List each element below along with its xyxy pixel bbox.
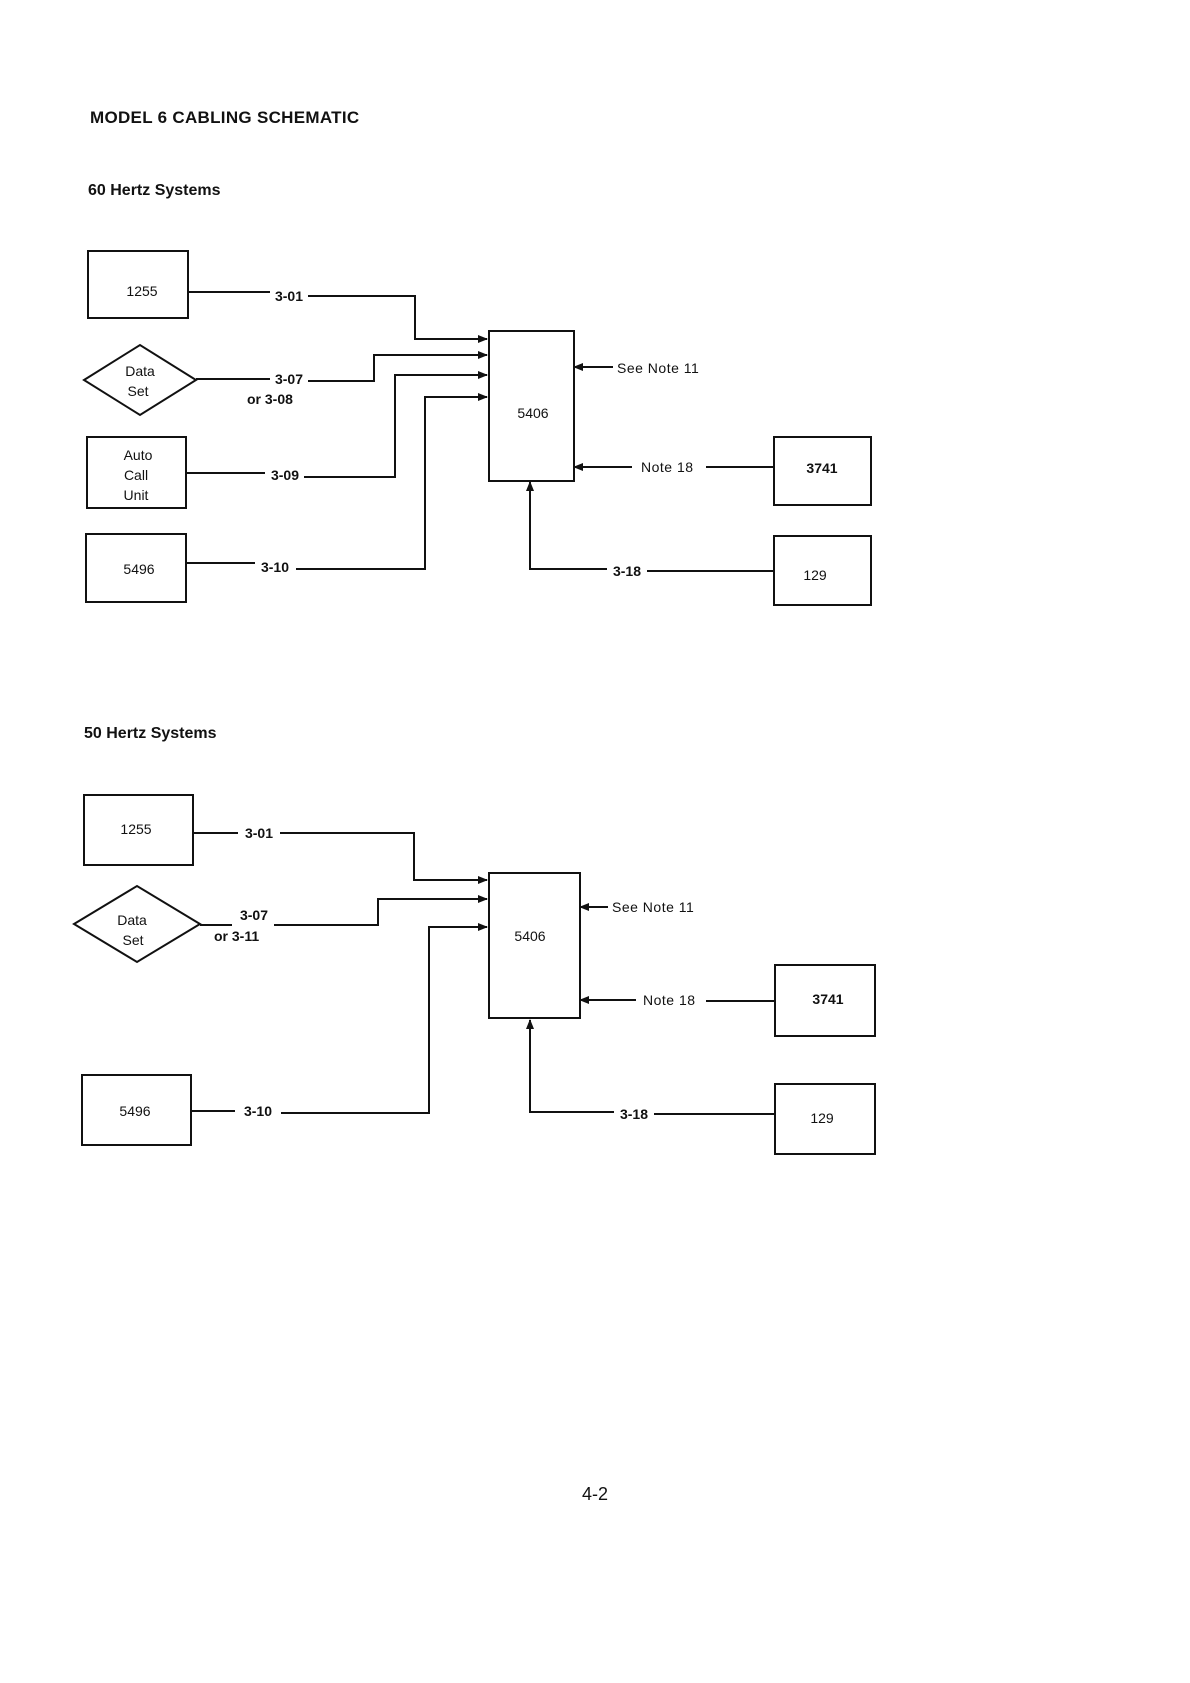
page-number: 4-2 — [581, 1484, 608, 1504]
unit-label-5406: 5406 — [514, 928, 545, 944]
note-label-11: See Note 11 — [612, 899, 694, 915]
cable-line-3-18 — [526, 1019, 614, 1113]
cable-label-3-18: 3-18 — [613, 563, 641, 579]
unit-box-5496 — [81, 1074, 192, 1146]
cable-line-3-07 — [274, 895, 488, 926]
data-set-diamond — [82, 343, 198, 417]
cable-label-3-09: 3-09 — [271, 467, 299, 483]
diagram-50hz: 1255 Data Set 5496 5406 3741 129 3-01 3-… — [72, 794, 876, 1155]
note-label-11: See Note 11 — [617, 360, 699, 376]
page-title: MODEL 6 CABLING SCHEMATIC — [90, 108, 360, 127]
auto-call-unit-label: Call — [124, 467, 148, 483]
section-title-60hz: 60 Hertz Systems — [88, 182, 221, 199]
unit-box-auto-call-unit — [86, 436, 187, 509]
unit-box-129 — [774, 1083, 876, 1155]
cable-label-3-01: 3-01 — [245, 825, 273, 841]
cable-label-3-07: 3-07 — [240, 907, 268, 923]
cable-label-3-10: 3-10 — [261, 559, 289, 575]
cable-label-3-11: or 3-11 — [214, 928, 259, 944]
cable-label-3-08: or 3-08 — [247, 391, 293, 407]
diagram-60hz: 1255 Data Set Auto Call Unit 5496 5406 3… — [82, 250, 872, 606]
unit-label-5496: 5496 — [123, 561, 154, 577]
unit-box-5496 — [85, 533, 187, 603]
unit-box-1255 — [87, 250, 189, 319]
auto-call-unit-label: Auto — [124, 447, 153, 463]
auto-call-unit-label: Unit — [124, 487, 149, 503]
cable-label-3-01: 3-01 — [275, 288, 303, 304]
cable-line-3-18 — [526, 481, 607, 570]
unit-box-5406 — [488, 872, 581, 1019]
cable-line-3-01 — [280, 832, 488, 884]
note-label-18: Note 18 — [641, 459, 694, 475]
data-set-label: Set — [127, 383, 148, 399]
cable-label-3-18: 3-18 — [620, 1106, 648, 1122]
cable-line-3-07 — [308, 351, 488, 382]
note-label-18: Note 18 — [643, 992, 696, 1008]
unit-label-129: 129 — [810, 1110, 834, 1126]
unit-label-3741: 3741 — [806, 460, 837, 476]
unit-label-3741: 3741 — [812, 991, 843, 1007]
unit-box-129 — [773, 535, 872, 606]
cable-label-3-10: 3-10 — [244, 1103, 272, 1119]
section-title-50hz: 50 Hertz Systems — [84, 725, 217, 742]
unit-label-1255: 1255 — [120, 821, 151, 837]
data-set-label: Data — [125, 363, 155, 379]
cable-line-3-01 — [308, 295, 488, 343]
unit-label-1255: 1255 — [126, 283, 157, 299]
unit-box-3741 — [773, 436, 872, 506]
data-set-diamond — [72, 884, 202, 964]
data-set-label: Set — [122, 932, 143, 948]
cable-line-3-10 — [296, 393, 488, 570]
unit-label-5496: 5496 — [119, 1103, 150, 1119]
cable-line-3-09 — [304, 371, 488, 478]
unit-box-1255 — [83, 794, 194, 866]
unit-label-5406: 5406 — [517, 405, 548, 421]
unit-box-3741 — [774, 964, 876, 1037]
unit-box-5406 — [488, 330, 575, 482]
cable-label-3-07: 3-07 — [275, 371, 303, 387]
data-set-label: Data — [117, 912, 147, 928]
cable-line-3-10 — [281, 923, 488, 1114]
unit-label-129: 129 — [803, 567, 827, 583]
